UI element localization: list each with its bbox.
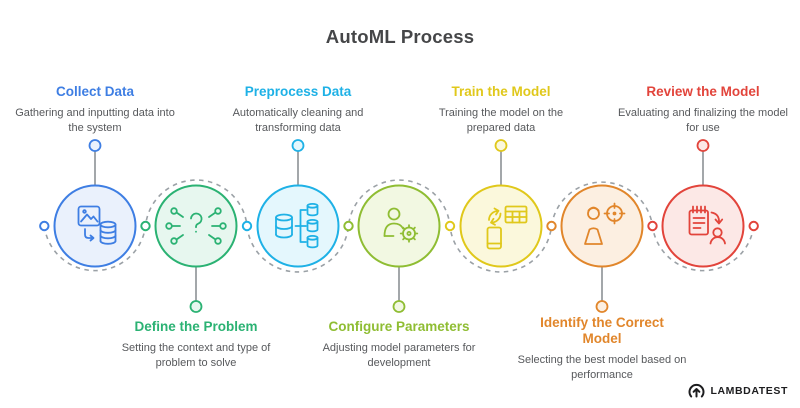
step-label-train-the-model: Train the Model Training the model on th… — [416, 84, 586, 135]
stem-dot — [291, 139, 305, 152]
stem-dot — [696, 139, 710, 152]
user-gear-icon — [383, 207, 419, 243]
connector-dots — [39, 220, 759, 232]
connector-dot — [647, 220, 658, 232]
step-description: Adjusting model parameters for developme… — [322, 342, 476, 369]
step-node-preprocess-data — [256, 139, 340, 268]
stem-dot — [189, 300, 203, 313]
notepad-review-icon — [688, 205, 726, 245]
database-split-icon — [275, 203, 319, 249]
step-description: Training the model on the prepared data — [438, 107, 564, 134]
step-title: Configure Parameters — [328, 319, 470, 334]
step-node-define-the-problem — [154, 184, 238, 313]
step-label-configure-parameters: Configure Parameters Adjusting model par… — [314, 319, 484, 370]
step-label-collect-data: Collect Data Gathering and inputting dat… — [10, 84, 180, 135]
connector-dot — [343, 220, 354, 232]
step-title: Collect Data — [55, 84, 135, 99]
user-target-icon — [584, 202, 626, 245]
step-title: Train the Model — [451, 84, 551, 99]
connector-dot — [748, 220, 759, 232]
step-description: Evaluating and finalizing the model for … — [618, 107, 789, 134]
stem-dot — [595, 300, 609, 313]
connector-dot — [444, 220, 456, 232]
image-to-database-icon — [77, 205, 117, 245]
device-table-sync-icon — [486, 205, 528, 250]
connector-dot — [39, 220, 50, 232]
step-title: Preprocess Data — [244, 84, 352, 99]
step-title: Identify the Correct Model — [540, 315, 664, 347]
step-description: Gathering and inputting data into the sy… — [15, 107, 175, 134]
step-node-collect-data — [53, 139, 137, 268]
step-node-train-the-model — [459, 139, 543, 268]
step-node-configure-parameters — [357, 184, 441, 313]
lambdatest-logo-text: LAMBDATEST — [710, 384, 788, 397]
step-node-review-the-model — [661, 139, 745, 268]
stem-dot — [392, 300, 406, 313]
page-title: AutoML Process — [325, 26, 475, 47]
step-title: Define the Problem — [134, 319, 258, 334]
dashed-connector-path — [43, 179, 755, 273]
lambdatest-logo: LAMBDATEST — [688, 382, 788, 399]
connector-dot — [241, 220, 253, 232]
connector-dot — [546, 220, 557, 232]
lambdatest-logo-icon — [688, 384, 705, 398]
step-description: Selecting the best model based on perfor… — [517, 354, 687, 381]
step-label-define-the-problem: Define the Problem Setting the context a… — [111, 319, 281, 370]
question-network-icon — [165, 207, 227, 245]
step-title: Review the Model — [646, 84, 760, 99]
connector-dot — [140, 220, 151, 232]
step-label-review-the-model: Review the Model Evaluating and finalizi… — [618, 84, 788, 135]
step-node-identify-the-correct-model — [560, 184, 644, 313]
step-description: Automatically cleaning and transforming … — [232, 107, 364, 134]
step-description: Setting the context and type of problem … — [121, 342, 271, 369]
step-label-identify-the-correct-model: Identify the Correct Model Selecting the… — [517, 315, 687, 383]
stem-dot — [88, 139, 102, 152]
stem-dot — [494, 139, 508, 152]
step-label-preprocess-data: Preprocess Data Automatically cleaning a… — [213, 84, 383, 135]
